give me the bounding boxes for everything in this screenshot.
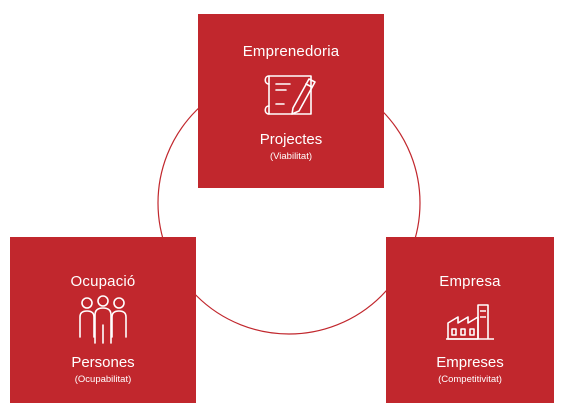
blueprint-pencil-icon	[264, 75, 316, 115]
box-subtitle: Persones	[71, 354, 135, 371]
box-subtitle: Projectes	[259, 131, 323, 148]
box-title: Empresa	[439, 273, 501, 290]
box-emprenedoria: Emprenedoria Projectes (Viabilitat)	[198, 14, 384, 188]
box-note: (Competitivitat)	[438, 374, 502, 385]
people-group-icon	[79, 295, 127, 344]
box-empresa: Empresa Empreses (Competitivitat)	[386, 237, 554, 403]
box-title: Emprenedoria	[242, 43, 340, 60]
box-note: (Ocupabilitat)	[74, 374, 132, 385]
box-title: Ocupació	[70, 273, 136, 290]
factory-icon	[446, 304, 494, 340]
box-subtitle: Empreses	[436, 354, 504, 371]
box-note: (Viabilitat)	[269, 151, 313, 162]
box-ocupacio: Ocupació Persones (Ocupabilitat)	[10, 237, 196, 403]
